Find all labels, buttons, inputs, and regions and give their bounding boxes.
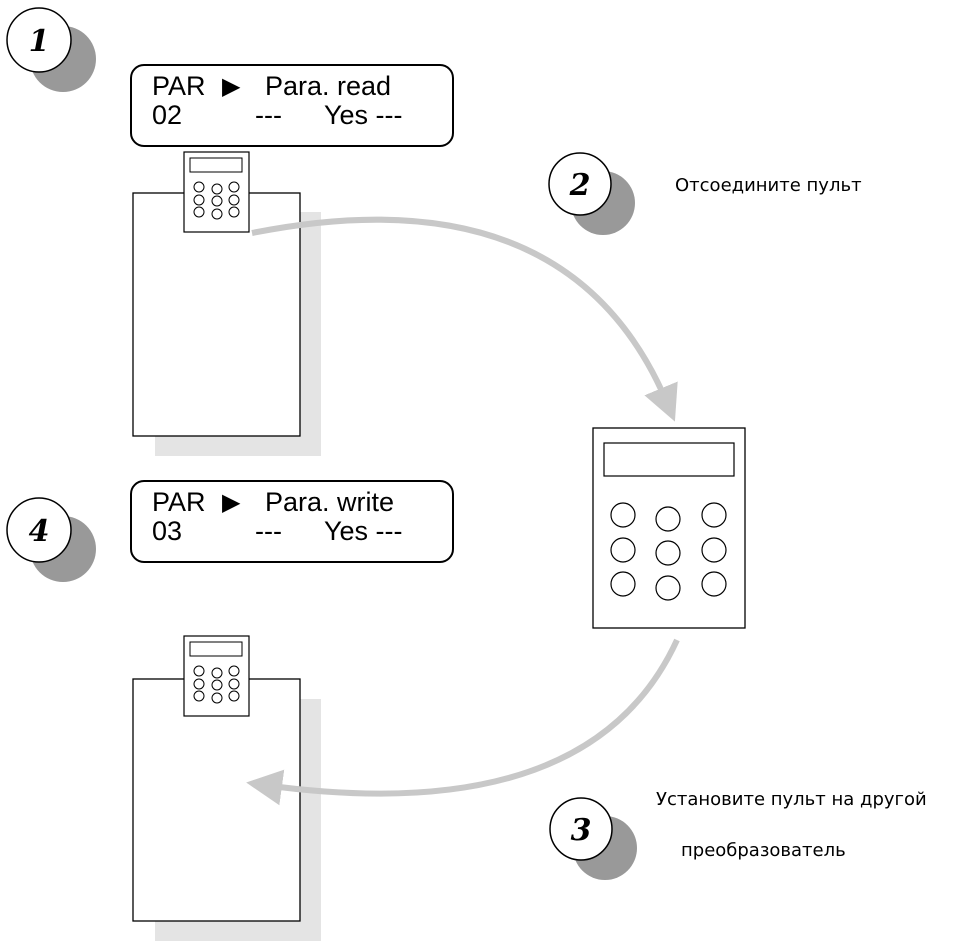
- lcd-para-read: PAR ▶ Para. read 02 --- Yes ---: [130, 64, 454, 147]
- keypad-small-top: [183, 151, 250, 233]
- step-1-number: 1: [29, 24, 50, 59]
- lcd-read-line-1: PAR ▶ Para. read: [152, 72, 452, 101]
- inverter-source: [132, 151, 321, 456]
- keypad-small-bottom-buttons: [193, 665, 240, 704]
- step-2-caption: Отсоедините пульт: [675, 175, 862, 196]
- keypad-small-top-display: [189, 157, 243, 173]
- step-4-badge-circle: [6, 497, 72, 563]
- keypad-detached-display: [603, 442, 735, 477]
- step-2-badge-circle: [548, 152, 612, 216]
- keypad-detached: [592, 427, 746, 629]
- step-3-caption-line-1: Установите пульт на другой: [656, 789, 927, 810]
- arrow-install-keypad: [246, 638, 680, 806]
- step-1-badge: 1: [6, 7, 96, 92]
- lcd-read-answer: Yes ---: [324, 100, 403, 130]
- lcd-read-code: 02: [152, 100, 183, 130]
- lcd-read-dashes: ---: [255, 100, 282, 130]
- lcd-read-action: Para. read: [265, 71, 392, 101]
- step-1-badge-circle: [6, 7, 72, 73]
- lcd-write-code: 03: [152, 516, 183, 546]
- inverter-source-body: [132, 192, 301, 437]
- lcd-para-write: PAR ▶ Para. write 03 --- Yes ---: [130, 480, 454, 563]
- step-3-caption-line-2: преобразователь: [681, 840, 846, 861]
- lcd-write-arrow: ▶: [222, 488, 241, 516]
- step-4-number: 4: [29, 514, 50, 549]
- step-4-badge: 4: [6, 497, 96, 582]
- step-3-badge-circle: [549, 797, 613, 861]
- keypad-small-bottom-display: [189, 641, 243, 657]
- lcd-write-dashes: ---: [255, 516, 282, 546]
- lcd-write-action: Para. write: [265, 487, 395, 517]
- lcd-read-mode: PAR: [152, 71, 206, 101]
- keypad-small-bottom: [183, 635, 250, 717]
- lcd-write-mode: PAR: [152, 487, 206, 517]
- keypad-small-top-buttons: [193, 181, 240, 220]
- lcd-write-line-2: 03 --- Yes ---: [152, 517, 452, 546]
- step-2-badge: 2: [548, 152, 635, 235]
- step-3-badge: 3: [549, 797, 637, 880]
- arrow-remove-keypad: [251, 216, 678, 422]
- lcd-read-line-2: 02 --- Yes ---: [152, 101, 452, 130]
- step-3-number: 3: [571, 813, 592, 848]
- keypad-detached-buttons: [610, 502, 727, 601]
- step-2-number: 2: [569, 168, 591, 203]
- lcd-read-arrow: ▶: [222, 72, 241, 100]
- lcd-write-answer: Yes ---: [324, 516, 403, 546]
- lcd-write-line-1: PAR ▶ Para. write: [152, 488, 452, 517]
